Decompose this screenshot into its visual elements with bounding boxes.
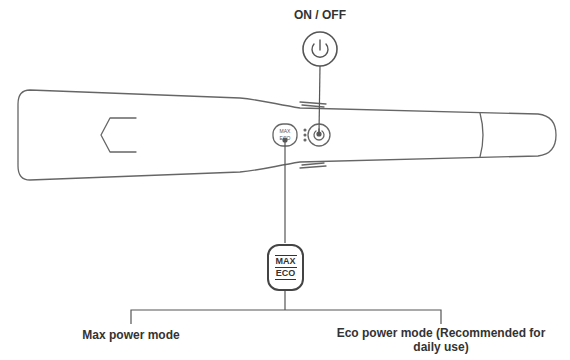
mode-text: ECO xyxy=(275,268,297,280)
button-label: ON / OFF xyxy=(275,8,365,22)
indicator-dot xyxy=(304,134,306,136)
mode-text-small: ECO xyxy=(275,135,295,141)
mode-label: Eco power mode (Recommended for daily us… xyxy=(336,326,546,354)
mode-label: Max power mode xyxy=(51,328,211,342)
leader-line xyxy=(284,140,285,243)
nozzle-notch xyxy=(101,118,136,152)
leader-dot xyxy=(317,132,321,136)
leader-line xyxy=(319,66,320,133)
mode-button-callout: MAXECO xyxy=(267,244,304,291)
vacuum-body xyxy=(18,90,556,180)
power-icon xyxy=(312,40,328,57)
mode-text-small: MAX xyxy=(275,128,295,134)
body-seam xyxy=(480,113,483,157)
indicator-dot xyxy=(304,139,306,141)
power-callout xyxy=(303,32,337,66)
mode-text: MAX xyxy=(275,255,297,268)
bracket xyxy=(131,290,441,324)
indicator-dot xyxy=(304,129,306,131)
grip-ridges xyxy=(300,102,326,168)
